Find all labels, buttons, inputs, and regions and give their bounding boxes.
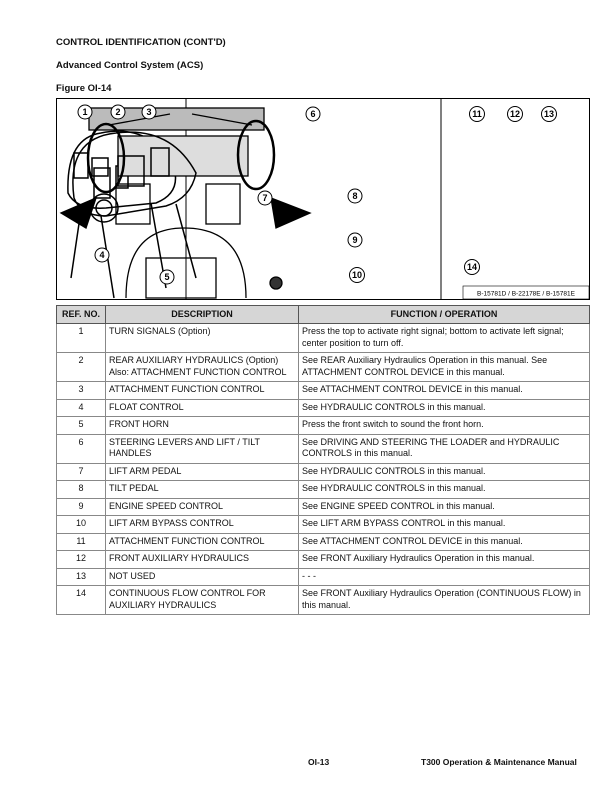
cell-func: See ENGINE SPEED CONTROL in this manual. (298, 497, 590, 516)
svg-text:2: 2 (115, 107, 120, 117)
cell-func: Press the top to activate right signal; … (298, 323, 590, 353)
cell-ref: 7 (56, 462, 106, 481)
cell-ref: 9 (56, 497, 106, 516)
svg-text:10: 10 (352, 270, 362, 280)
cell-ref: 10 (56, 515, 106, 534)
cell-func: See ATTACHMENT CONTROL DEVICE in this ma… (298, 381, 590, 400)
manual-title: T300 Operation & Maintenance Manual (421, 757, 577, 767)
cell-desc: NOT USED (105, 567, 299, 586)
col-description: DESCRIPTION (105, 305, 299, 324)
cell-func: See DRIVING AND STEERING THE LOADER and … (298, 433, 590, 464)
cell-desc: ATTACHMENT FUNCTION CONTROL (105, 381, 299, 400)
col-ref: REF. NO. (56, 305, 106, 324)
control-table: REF. NO. DESCRIPTION FUNCTION / OPERATIO… (56, 305, 590, 615)
cell-desc: ENGINE SPEED CONTROL (105, 497, 299, 516)
svg-text:12: 12 (510, 109, 520, 119)
cell-ref: 4 (56, 398, 106, 417)
svg-text:1: 1 (82, 107, 87, 117)
cell-desc: CONTINUOUS FLOW CONTROL FOR AUXILIARY HY… (105, 585, 299, 615)
page-number: OI-13 (308, 757, 330, 767)
cell-ref: 14 (56, 585, 106, 615)
svg-text:13: 13 (544, 109, 554, 119)
cell-ref: 3 (56, 381, 106, 400)
subsection-title: Advanced Control System (ACS) (56, 60, 204, 71)
cell-func: - - - (298, 567, 590, 586)
cell-func: Press the front switch to sound the fron… (298, 416, 590, 435)
svg-text:14: 14 (467, 262, 477, 272)
cell-func: See HYDRAULIC CONTROLS in this manual. (298, 462, 590, 481)
cell-desc: REAR AUXILIARY HYDRAULICS (Option) Also:… (105, 352, 299, 382)
cell-ref: 5 (56, 416, 106, 435)
callouts: 1 2 3 4 5 6 7 8 9 10 11 12 13 14 (77, 104, 557, 285)
cell-ref: 12 (56, 550, 106, 569)
cell-desc: LIFT ARM PEDAL (105, 462, 299, 481)
cab-illustration (59, 107, 312, 299)
cell-func: See REAR Auxiliary Hydraulics Operation … (298, 352, 590, 382)
cell-ref: 6 (56, 433, 106, 464)
svg-text:6: 6 (310, 109, 315, 119)
cell-ref: 2 (56, 352, 106, 382)
cell-func: See HYDRAULIC CONTROLS in this manual. (298, 480, 590, 499)
cell-func: See FRONT Auxiliary Hydraulics Operation… (298, 585, 590, 615)
cell-desc: STEERING LEVERS AND LIFT / TILT HANDLES (105, 433, 299, 464)
cell-desc: FRONT HORN (105, 416, 299, 435)
cell-desc: TURN SIGNALS (Option) (105, 323, 299, 353)
svg-text:11: 11 (472, 109, 482, 119)
section-title: CONTROL IDENTIFICATION (CONT'D) (56, 37, 226, 48)
cell-ref: 1 (56, 323, 106, 353)
cell-desc: TILT PEDAL (105, 480, 299, 499)
cell-func: See LIFT ARM BYPASS CONTROL in this manu… (298, 515, 590, 534)
cell-func: See HYDRAULIC CONTROLS in this manual. (298, 398, 590, 417)
control-identification-figure: 1 2 3 4 5 6 7 8 9 10 11 12 13 14 B-15781… (56, 98, 590, 300)
figure-label: Figure OI-14 (56, 83, 112, 94)
svg-text:8: 8 (352, 191, 357, 201)
cell-ref: 11 (56, 532, 106, 551)
cell-desc: ATTACHMENT FUNCTION CONTROL (105, 532, 299, 551)
svg-text:7: 7 (262, 193, 267, 203)
svg-text:9: 9 (352, 235, 357, 245)
cell-desc: FRONT AUXILIARY HYDRAULICS (105, 550, 299, 569)
cell-ref: 8 (56, 480, 106, 499)
col-function: FUNCTION / OPERATION (298, 305, 590, 324)
cell-ref: 13 (56, 567, 106, 586)
svg-text:4: 4 (99, 250, 104, 260)
cell-func: See FRONT Auxiliary Hydraulics Operation… (298, 550, 590, 569)
svg-text:5: 5 (164, 272, 169, 282)
cell-func: See ATTACHMENT CONTROL DEVICE in this ma… (298, 532, 590, 551)
cell-desc: LIFT ARM BYPASS CONTROL (105, 515, 299, 534)
figure-caption: B-15781D / B-22178E / B-15781E (477, 291, 576, 298)
svg-text:3: 3 (146, 107, 151, 117)
cell-desc: FLOAT CONTROL (105, 398, 299, 417)
